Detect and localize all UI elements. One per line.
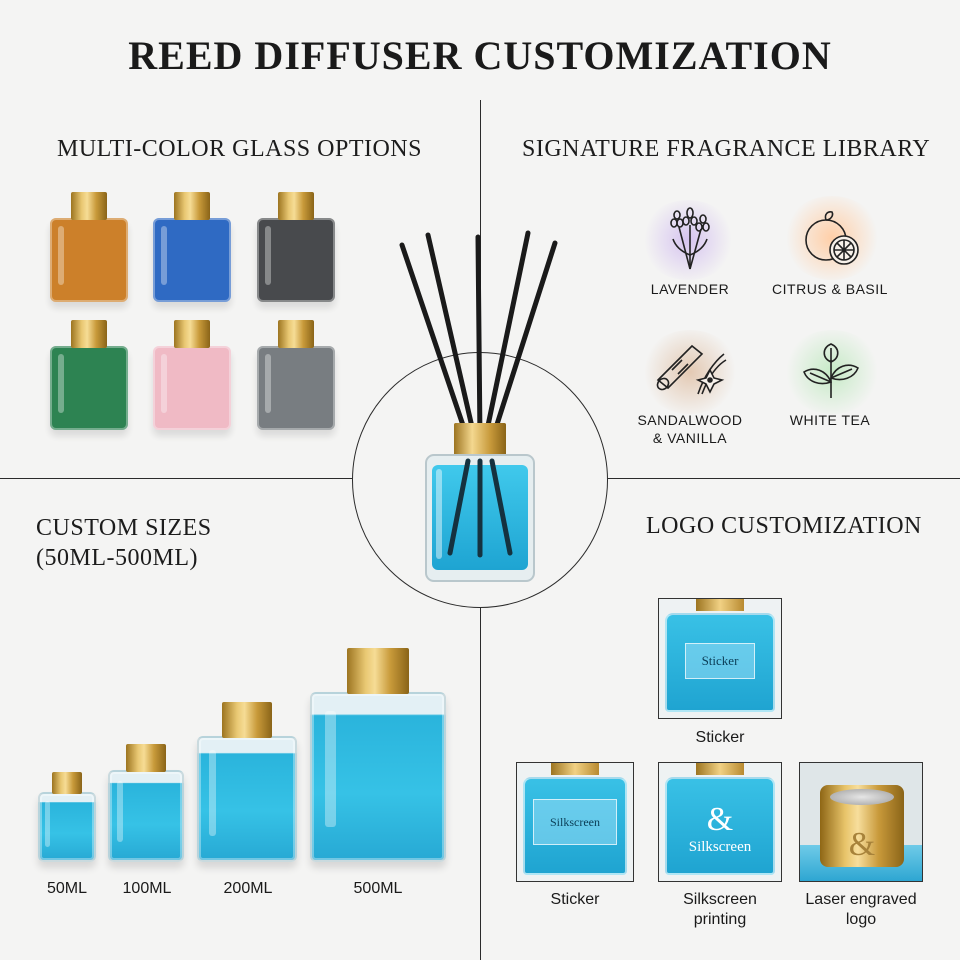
glass-shine [57, 354, 65, 414]
logo-card-sticker-top: Sticker [658, 598, 782, 719]
page-title: REED DIFFUSER CUSTOMIZATION [128, 33, 832, 78]
cap-top [551, 763, 599, 775]
gold-cap [174, 192, 210, 220]
fragrance-library-title: SIGNATURE FRAGRANCE LIBRARY [522, 136, 931, 162]
caption-sticker: Sticker [506, 890, 644, 910]
sticker-label-text: Silkscreen [550, 814, 600, 829]
gold-cap [222, 702, 272, 738]
fragrance-label-line2: & VANILLA [652, 430, 728, 446]
engraved-ampersand: & [848, 826, 876, 863]
glass-body [153, 346, 231, 430]
clear-glass-body [108, 770, 184, 862]
size-bottle [197, 702, 297, 862]
bottle-liquid [665, 777, 775, 875]
lavender-icon [670, 207, 710, 270]
tea-leaf-icon [803, 343, 859, 398]
size-bottle [310, 648, 446, 862]
sticker-label: Sticker [685, 643, 755, 679]
fragrance-label-white-tea: WHITE TEA [789, 412, 871, 428]
logo-card-sticker: Silkscreen [516, 762, 634, 882]
custom-sizes-title: CUSTOM SIZES (50ML-500ML) [36, 513, 212, 573]
gold-cap [71, 192, 107, 220]
horizontal-divider-right [608, 478, 960, 479]
glass-shine [117, 780, 123, 843]
sandalwood-vanilla-icon [656, 344, 727, 395]
glass-body [50, 346, 128, 430]
gold-cap [174, 320, 210, 348]
glass-shine [264, 226, 272, 286]
size-label-50ml: 50ML [46, 880, 88, 897]
glass-bottle [50, 192, 128, 302]
gold-cap [347, 648, 409, 694]
glass-shine [325, 710, 336, 827]
custom-sizes-title-line2: (50ML-500ML) [36, 545, 198, 571]
logo-customization-title: LOGO CUSTOMIZATION [646, 513, 922, 539]
glass-options-title: MULTI-COLOR GLASS OPTIONS [57, 136, 422, 162]
caption-line1: Silkscreen [683, 891, 757, 908]
gold-cap [278, 192, 314, 220]
glass-bottle [257, 320, 335, 430]
cap-top [696, 763, 744, 775]
fragrance-label-line1: SANDALWOOD [637, 412, 743, 428]
size-label-100ml: 100ML [122, 880, 172, 897]
custom-sizes-title-line1: CUSTOM SIZES [36, 515, 212, 541]
size-label-500ml: 500ML [353, 880, 403, 897]
sticker-label-text: Sticker [701, 653, 739, 668]
caption-line2: logo [845, 911, 877, 928]
silkscreen-text: Silkscreen [688, 839, 752, 855]
glass-bottle [153, 192, 231, 302]
glass-body [257, 218, 335, 302]
fragrance-label-lavender: LAVENDER [650, 281, 730, 297]
citrus-icon [805, 211, 859, 265]
size-bottle [108, 744, 184, 862]
fragrance-label-citrus-basil: CITRUS & BASIL [772, 281, 888, 297]
citrus-glow [782, 196, 882, 280]
vertical-divider-top [480, 100, 481, 355]
lavender-glow [640, 200, 736, 280]
glass-bottle [50, 320, 128, 430]
glass-shine [208, 750, 217, 836]
clear-glass-body [197, 736, 297, 862]
cap-opening [830, 789, 894, 805]
size-bottle [38, 772, 96, 862]
sandalwood-glow [640, 330, 740, 414]
logo-card-laser-engraved: & [799, 762, 923, 882]
logo-card-silkscreen: & Silkscreen [658, 762, 782, 882]
glass-shine [160, 226, 168, 286]
size-label-200ml: 200ML [223, 880, 273, 897]
caption-silkscreen: Silkscreen printing [650, 890, 790, 930]
gold-cap [71, 320, 107, 348]
glass-shine [264, 354, 272, 414]
glass-body [257, 346, 335, 430]
silkscreen-print: & Silkscreen [659, 803, 781, 857]
bottle-liquid [665, 613, 775, 712]
silkscreen-ampersand: & [706, 801, 734, 838]
clear-glass-body [310, 692, 446, 862]
glass-body [153, 218, 231, 302]
caption-line2: printing [693, 911, 747, 928]
glass-bottle [153, 320, 231, 430]
caption-line1: Sticker [550, 891, 600, 908]
silkscreen-sticker-label: Silkscreen [533, 799, 617, 845]
caption-line1: Laser engraved [805, 891, 917, 908]
gold-cap [278, 320, 314, 348]
horizontal-divider-left [0, 478, 352, 479]
glass-body [50, 218, 128, 302]
clear-glass-body [38, 792, 96, 862]
caption-laser-engraved: Laser engraved logo [790, 890, 932, 930]
gold-cap [126, 744, 166, 772]
gold-cap [52, 772, 82, 794]
fragrance-label-sandalwood-vanilla: SANDALWOOD & VANILLA [620, 411, 760, 447]
caption-sticker-top: Sticker [695, 729, 745, 746]
cap-top [696, 599, 744, 611]
center-diffuser-image [399, 230, 558, 582]
glass-shine [57, 226, 65, 286]
glass-shine [45, 800, 50, 847]
glass-bottle [257, 192, 335, 302]
vertical-divider-bottom [480, 608, 481, 960]
glass-shine [160, 354, 168, 414]
